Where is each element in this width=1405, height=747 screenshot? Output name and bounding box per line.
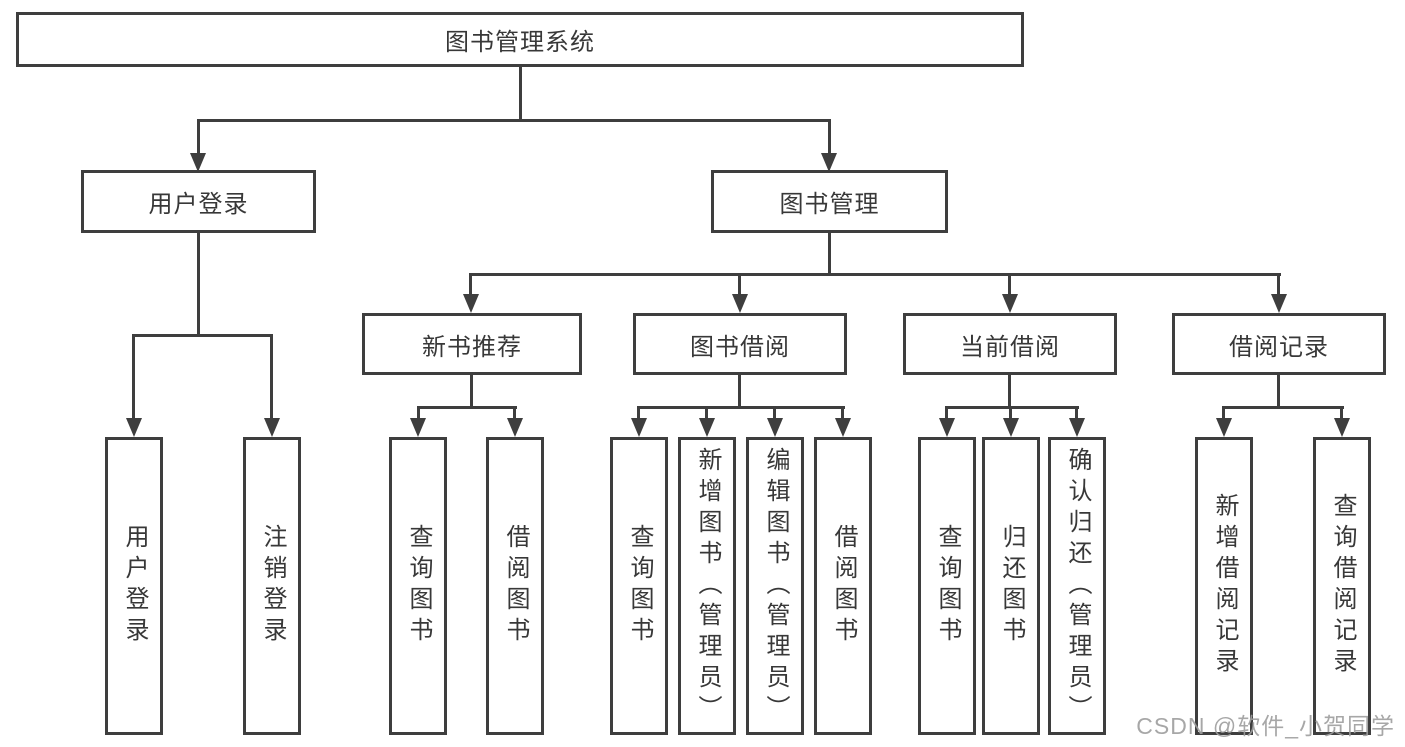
leaf-current-confirm-return-admin: 确认归还（管理员）	[1048, 437, 1106, 735]
leaf-recommend-query-books: 查询图书	[389, 437, 447, 735]
connector-line	[1222, 406, 1225, 420]
connector-line	[637, 406, 640, 420]
leaf-records-query-record: 查询借阅记录	[1313, 437, 1371, 735]
arrow-down-icon	[767, 418, 783, 437]
connector-line	[197, 119, 200, 156]
leaf-records-add-record: 新增借阅记录	[1195, 437, 1253, 735]
leaf-borrow-borrow-books: 借阅图书	[814, 437, 872, 735]
connector-line	[197, 119, 831, 122]
arrow-down-icon	[835, 418, 851, 437]
arrow-down-icon	[507, 418, 523, 437]
connector-line	[469, 273, 472, 296]
leaf-borrow-edit-books-admin-label: 编辑图书（管理员）	[762, 446, 789, 726]
connector-line	[513, 406, 516, 420]
arrow-down-icon	[1003, 418, 1019, 437]
node-current-borrow-label: 当前借阅	[960, 333, 1060, 361]
node-new-book-recommend-label: 新书推荐	[422, 333, 522, 361]
leaf-borrow-add-books-admin-label: 新增图书（管理员）	[694, 446, 721, 726]
arrow-down-icon	[126, 418, 142, 437]
connector-line	[1277, 375, 1280, 408]
node-book-borrow-label: 图书借阅	[690, 333, 790, 361]
leaf-borrow-add-books-admin: 新增图书（管理员）	[678, 437, 736, 735]
leaf-borrow-query-books-label: 查询图书	[626, 524, 653, 648]
arrow-down-icon	[1216, 418, 1232, 437]
connector-line	[417, 406, 420, 420]
arrow-down-icon	[1334, 418, 1350, 437]
connector-line	[1277, 273, 1280, 296]
arrow-down-icon	[410, 418, 426, 437]
node-user-login-label: 用户登录	[148, 191, 249, 218]
connector-line	[1340, 406, 1343, 420]
connector-line	[945, 406, 1079, 409]
connector-line	[773, 406, 776, 420]
connector-line	[828, 119, 831, 156]
connector-line	[1009, 406, 1012, 420]
leaf-recommend-borrow-books-label: 借阅图书	[502, 524, 529, 648]
leaf-recommend-query-books-label: 查询图书	[405, 524, 432, 648]
connector-line	[945, 406, 948, 420]
connector-line	[417, 406, 517, 409]
leaf-borrow-edit-books-admin: 编辑图书（管理员）	[746, 437, 804, 735]
arrow-down-icon	[699, 418, 715, 437]
node-new-book-recommend: 新书推荐	[362, 313, 582, 375]
leaf-logout-login: 注销登录	[243, 437, 301, 735]
leaf-current-confirm-return-admin-label: 确认归还（管理员）	[1064, 446, 1091, 726]
arrow-down-icon	[463, 294, 479, 313]
leaf-records-add-record-label: 新增借阅记录	[1211, 493, 1238, 679]
leaf-records-query-record-label: 查询借阅记录	[1329, 493, 1356, 679]
connector-line	[197, 233, 200, 336]
node-current-borrow: 当前借阅	[903, 313, 1117, 375]
leaf-user-login: 用户登录	[105, 437, 163, 735]
connector-line	[1222, 406, 1344, 409]
leaf-current-return-books: 归还图书	[982, 437, 1040, 735]
arrow-down-icon	[1002, 294, 1018, 313]
leaf-current-query-books: 查询图书	[918, 437, 976, 735]
leaf-current-return-books-label: 归还图书	[998, 524, 1025, 648]
leaf-recommend-borrow-books: 借阅图书	[486, 437, 544, 735]
connector-line	[1008, 375, 1011, 408]
leaf-current-query-books-label: 查询图书	[934, 524, 961, 648]
connector-line	[1075, 406, 1078, 420]
connector-line	[705, 406, 708, 420]
connector-line	[1008, 273, 1011, 296]
connector-line	[841, 406, 844, 420]
node-borrow-records-label: 借阅记录	[1229, 333, 1329, 361]
connector-line	[738, 273, 741, 296]
leaf-logout-login-label: 注销登录	[259, 524, 286, 648]
arrow-down-icon	[732, 294, 748, 313]
connector-line	[828, 233, 831, 275]
node-book-management: 图书管理	[711, 170, 948, 233]
node-root-label: 图书管理系统	[445, 29, 595, 56]
arrow-down-icon	[821, 153, 837, 172]
arrow-down-icon	[264, 418, 280, 437]
leaf-borrow-borrow-books-label: 借阅图书	[830, 524, 857, 648]
node-user-login: 用户登录	[81, 170, 316, 233]
connector-line	[270, 334, 273, 422]
arrow-down-icon	[190, 153, 206, 172]
watermark: CSDN @软件_小贺同学	[1136, 713, 1395, 739]
connector-line	[738, 375, 741, 408]
connector-line	[470, 375, 473, 408]
leaf-user-login-label: 用户登录	[121, 524, 148, 648]
node-borrow-records: 借阅记录	[1172, 313, 1386, 375]
connector-line	[469, 273, 1281, 276]
node-book-borrow: 图书借阅	[633, 313, 847, 375]
arrow-down-icon	[1069, 418, 1085, 437]
connector-line	[519, 67, 522, 122]
arrow-down-icon	[939, 418, 955, 437]
node-root: 图书管理系统	[16, 12, 1024, 67]
node-book-management-label: 图书管理	[779, 191, 880, 218]
connector-line	[637, 406, 845, 409]
arrow-down-icon	[631, 418, 647, 437]
connector-line	[132, 334, 135, 422]
leaf-borrow-query-books: 查询图书	[610, 437, 668, 735]
connector-line	[132, 334, 273, 337]
arrow-down-icon	[1271, 294, 1287, 313]
